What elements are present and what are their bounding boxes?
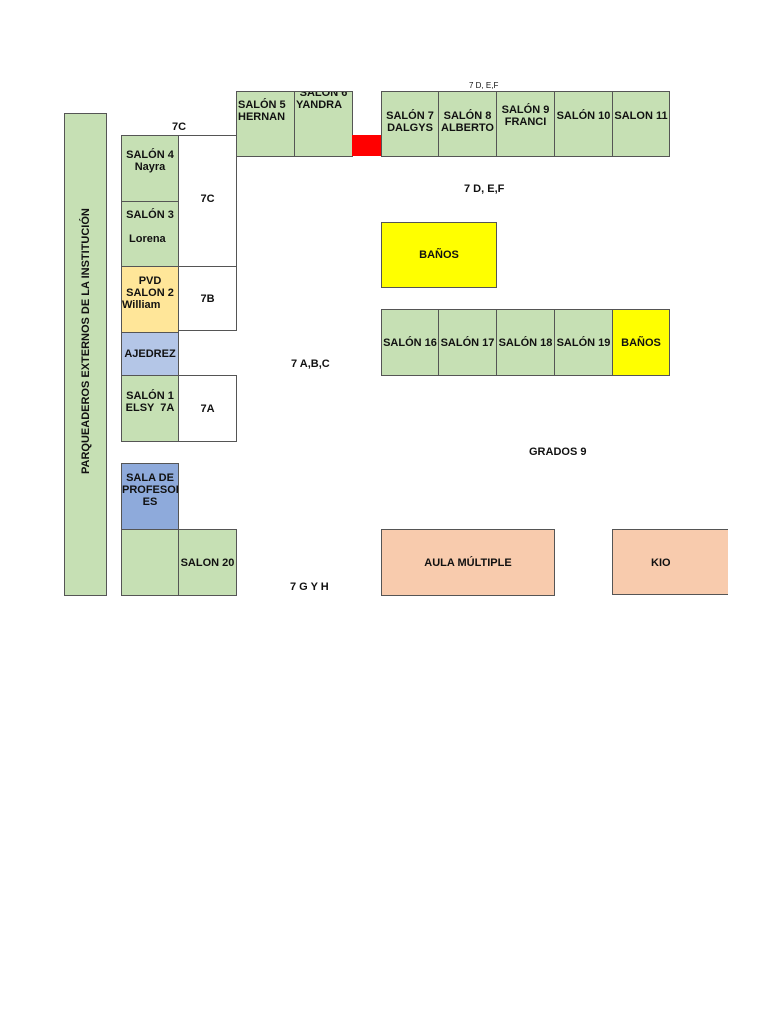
room-salon-3-label: SALÓN 3: [126, 209, 174, 221]
room-salon-11-label: SALON 11: [614, 110, 668, 122]
room-salon-8: SALÓN 8 ALBERTO: [438, 91, 497, 157]
parking-label: PARQUEADEROS EXTERNOS DE LA INSTITUCIÓN: [80, 208, 92, 474]
room-salon-11: SALON 11: [612, 91, 670, 157]
room-salon-6: SALON 6 YANDRA: [294, 91, 353, 157]
room-pvd-label: PVD SALON 2: [126, 275, 174, 299]
room-7c-side: 7C: [178, 135, 237, 267]
room-sala-profesores-label: SALA DE PROFESOR ES: [122, 472, 179, 508]
room-sala-profesores: SALA DE PROFESOR ES: [121, 463, 179, 530]
room-unlabeled: [121, 529, 179, 596]
room-salon-18: SALÓN 18: [496, 309, 555, 376]
room-kiosko: KIOS: [612, 529, 728, 595]
room-salon-9: SALÓN 9 FRANCI: [496, 91, 555, 157]
room-salon-6-name: YANDRA: [296, 99, 343, 111]
room-salon-8-label: SALÓN 8 ALBERTO: [441, 110, 494, 134]
room-salon-9-label: SALÓN 9 FRANCI: [501, 104, 550, 128]
room-banos-1: BAÑOS: [381, 222, 497, 288]
room-salon-19-label: SALÓN 19: [556, 336, 611, 349]
label-grados-9: GRADOS 9: [529, 446, 587, 458]
room-salon-7-label: SALÓN 7 DALGYS: [386, 110, 434, 134]
room-salon-20: SALON 20: [178, 529, 237, 596]
label-7c-top: 7C: [172, 121, 187, 133]
parking-strip: [64, 113, 107, 596]
room-salon-16: SALÓN 16: [381, 309, 439, 376]
label-7def-mid: 7 D, E,F: [464, 183, 505, 195]
room-7a: 7A: [178, 375, 237, 442]
room-salon-4-label: SALÓN 4 Nayra: [126, 149, 174, 173]
label-7gyh: 7 G Y H: [290, 581, 329, 593]
room-salon-17-label: SALÓN 17: [440, 336, 495, 349]
room-aula-multiple: AULA MÚLTIPLE: [381, 529, 555, 596]
room-banos-2-label: BAÑOS: [621, 336, 661, 349]
room-7b-label: 7B: [200, 292, 215, 305]
room-7a-label: 7A: [200, 402, 215, 415]
room-banos-1-label: BAÑOS: [419, 249, 459, 261]
room-salon-5: SALÓN 5 HERNAN: [236, 91, 295, 157]
room-salon-16-label: SALÓN 16: [383, 336, 437, 349]
room-salon-1: SALÓN 1 ELSY 7A: [121, 375, 179, 442]
room-ajedrez: AJEDREZ: [121, 332, 179, 376]
room-salon-6-label: SALON 6: [299, 91, 348, 99]
label-top-def: 7 D, E,F: [469, 81, 499, 90]
room-salon-3: SALÓN 3 Lorena: [121, 201, 179, 267]
room-salon-10-label: SALÓN 10: [556, 110, 611, 122]
room-salon-3-name: Lorena: [129, 233, 166, 245]
room-pvd-name: William: [122, 299, 161, 311]
room-salon-5-label: SALÓN 5 HERNAN: [238, 99, 286, 123]
room-salon-10: SALÓN 10: [554, 91, 613, 157]
room-salon-7: SALÓN 7 DALGYS: [381, 91, 439, 157]
room-aula-multiple-label: AULA MÚLTIPLE: [424, 556, 512, 569]
room-salon-20-label: SALON 20: [180, 556, 235, 569]
label-7abc: 7 A,B,C: [291, 358, 330, 370]
room-salon-17: SALÓN 17: [438, 309, 497, 376]
room-ajedrez-label: AJEDREZ: [124, 348, 176, 360]
kiosko-cover: [670, 530, 728, 594]
red-marker: [352, 135, 381, 156]
room-salon-18-label: SALÓN 18: [498, 336, 553, 349]
room-salon-1-label: SALÓN 1 ELSY 7A: [125, 390, 175, 414]
room-7b: 7B: [178, 266, 237, 331]
room-banos-2: BAÑOS: [612, 309, 670, 376]
room-7c-side-label: 7C: [200, 193, 215, 205]
room-salon-4: SALÓN 4 Nayra: [121, 135, 179, 202]
room-salon-19: SALÓN 19: [554, 309, 613, 376]
room-pvd-salon-2: PVD SALON 2 William: [121, 266, 179, 333]
